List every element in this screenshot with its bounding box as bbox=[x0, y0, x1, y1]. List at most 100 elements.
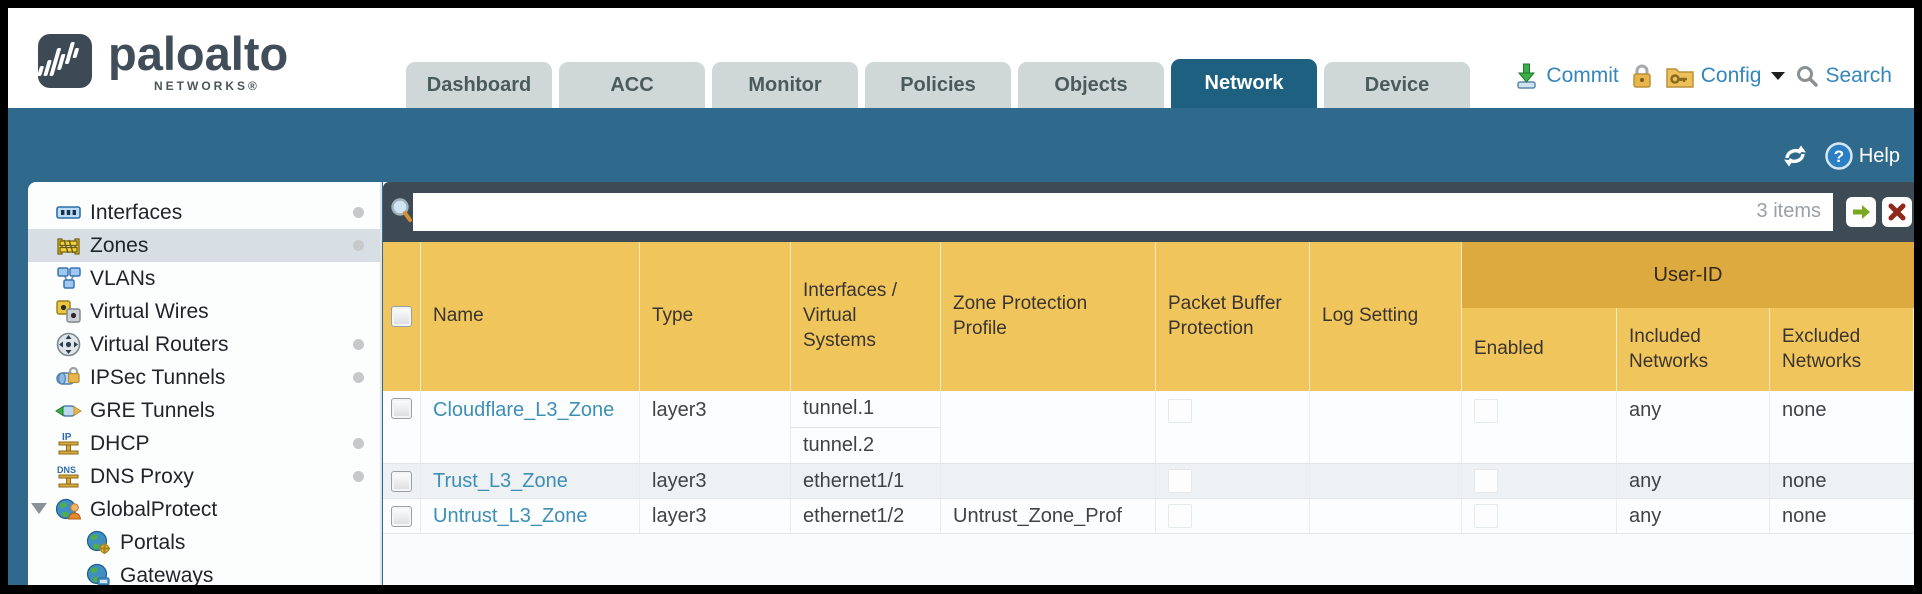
included-networks-cell: any bbox=[1617, 391, 1770, 463]
svg-text:?: ? bbox=[1834, 147, 1844, 166]
packet-buffer-cell bbox=[1156, 499, 1310, 533]
header-actions: Commit Config S bbox=[1512, 58, 1892, 94]
help-button[interactable]: ? Help bbox=[1824, 141, 1900, 171]
table-row: Cloudflare_L3_Zone layer3 tunnel.1 tunne… bbox=[383, 391, 1914, 464]
sidebar-item-label: DNS Proxy bbox=[90, 464, 194, 488]
apply-filter-button[interactable] bbox=[1846, 197, 1876, 227]
zone-name-link[interactable]: Trust_L3_Zone bbox=[433, 469, 568, 492]
config-label: Config bbox=[1700, 64, 1762, 87]
commit-button[interactable]: Commit bbox=[1512, 62, 1619, 90]
clear-filter-button[interactable] bbox=[1882, 197, 1912, 227]
table-row: Trust_L3_Zone layer3 ethernet1/1 any non… bbox=[383, 464, 1914, 499]
row-checkbox[interactable] bbox=[391, 398, 412, 419]
filter-bar: 3 items bbox=[383, 182, 1914, 242]
excluded-networks-cell: none bbox=[1770, 464, 1914, 498]
help-label: Help bbox=[1858, 144, 1900, 167]
ipsec-tunnels-icon bbox=[56, 366, 80, 385]
row-select-cell bbox=[383, 499, 421, 533]
header-cell-zone-protection-profile[interactable]: Zone Protection Profile bbox=[941, 242, 1156, 391]
sidebar-item-portals[interactable]: Portals bbox=[28, 526, 380, 559]
brand-networks-text: NETWORKS® bbox=[154, 79, 260, 93]
zone-type-cell: layer3 bbox=[640, 499, 791, 533]
dns-proxy-icon: DNS bbox=[57, 465, 79, 488]
sidebar-item-interfaces[interactable]: Interfaces bbox=[28, 196, 380, 229]
header-cell-excluded-networks[interactable]: Excluded Networks bbox=[1770, 308, 1914, 391]
user-id-subcolumns: Enabled Included Networks Excluded Netwo… bbox=[1462, 308, 1914, 391]
sidebar-item-gre-tunnels[interactable]: GRE Tunnels bbox=[28, 394, 380, 427]
header-cell-type[interactable]: Type bbox=[640, 242, 791, 391]
included-networks-cell: any bbox=[1617, 499, 1770, 533]
zone-protection-cell: Untrust_Zone_Prof bbox=[941, 499, 1156, 533]
packet-buffer-checkbox[interactable] bbox=[1168, 469, 1192, 493]
tab-acc[interactable]: ACC bbox=[559, 62, 705, 108]
close-icon bbox=[1888, 203, 1906, 221]
header-cell-packet-buffer-protection[interactable]: Packet Buffer Protection bbox=[1156, 242, 1310, 391]
zone-name-link[interactable]: Untrust_L3_Zone bbox=[433, 504, 588, 527]
tab-dashboard[interactable]: Dashboard bbox=[406, 62, 552, 108]
filter-input-wrap: 3 items bbox=[413, 193, 1833, 231]
select-all-checkbox[interactable] bbox=[391, 306, 412, 327]
interface-entry: tunnel.1 bbox=[791, 391, 940, 428]
header-cell-interfaces[interactable]: Interfaces / Virtual Systems bbox=[791, 242, 941, 391]
search-button[interactable]: Search bbox=[1795, 64, 1892, 88]
tab-objects[interactable]: Objects bbox=[1018, 62, 1164, 108]
lock-icon[interactable] bbox=[1629, 62, 1655, 90]
user-id-enabled-cell bbox=[1462, 391, 1617, 463]
zone-name-cell: Untrust_L3_Zone bbox=[421, 499, 640, 533]
top-header: paloalto NETWORKS® Dashboard ACC Monitor… bbox=[8, 8, 1914, 108]
sidebar-item-label: VLANs bbox=[90, 266, 156, 290]
sidebar-item-ipsec-tunnels[interactable]: IPSec Tunnels bbox=[28, 361, 380, 394]
row-checkbox[interactable] bbox=[391, 505, 412, 527]
filter-input[interactable] bbox=[413, 193, 1833, 231]
svg-text:DNS: DNS bbox=[57, 465, 76, 475]
sidebar-item-gateways[interactable]: Gateways bbox=[28, 559, 380, 585]
header-cell-included-networks[interactable]: Included Networks bbox=[1617, 308, 1770, 391]
sidebar-item-virtual-wires[interactable]: Virtual Wires bbox=[28, 295, 380, 328]
config-menu[interactable]: Config bbox=[1665, 62, 1786, 90]
sidebar-item-dns-proxy[interactable]: DNS DNS Proxy bbox=[28, 460, 380, 493]
tab-device[interactable]: Device bbox=[1324, 62, 1470, 108]
sidebar-item-globalprotect[interactable]: GlobalProtect bbox=[28, 493, 380, 526]
filter-magnifier-icon bbox=[391, 198, 412, 222]
header-cell-enabled[interactable]: Enabled bbox=[1462, 308, 1617, 391]
packet-buffer-checkbox[interactable] bbox=[1168, 399, 1192, 423]
tab-monitor[interactable]: Monitor bbox=[712, 62, 858, 108]
refresh-icon[interactable] bbox=[1780, 142, 1810, 170]
enabled-checkbox[interactable] bbox=[1474, 399, 1498, 423]
status-dot bbox=[353, 372, 364, 383]
interfaces-cell: ethernet1/2 bbox=[791, 499, 941, 533]
enabled-checkbox[interactable] bbox=[1474, 504, 1498, 528]
tab-network[interactable]: Network bbox=[1171, 59, 1317, 108]
header-cell-select bbox=[383, 242, 421, 391]
zone-name-cell: Trust_L3_Zone bbox=[421, 464, 640, 498]
sidebar-item-virtual-routers[interactable]: Virtual Routers bbox=[28, 328, 380, 361]
zone-protection-cell bbox=[941, 391, 1156, 463]
tab-policies[interactable]: Policies bbox=[865, 62, 1011, 108]
sidebar-item-label: Gateways bbox=[120, 563, 214, 586]
sidebar-item-label: Virtual Routers bbox=[90, 332, 229, 356]
header-cell-log-setting[interactable]: Log Setting bbox=[1310, 242, 1462, 391]
portals-icon bbox=[86, 530, 110, 554]
main-nav-tabs: Dashboard ACC Monitor Policies Objects N… bbox=[406, 59, 1470, 108]
packet-buffer-checkbox[interactable] bbox=[1168, 504, 1192, 528]
zone-protection-cell bbox=[941, 464, 1156, 498]
table-header: Name Type Interfaces / Virtual Systems Z… bbox=[383, 242, 1914, 391]
search-icon bbox=[1797, 66, 1819, 87]
sidebar-list: Interfaces Zones bbox=[28, 196, 380, 585]
user-id-enabled-cell bbox=[1462, 464, 1617, 498]
commit-icon bbox=[1517, 63, 1537, 89]
sidebar-item-dhcp[interactable]: IP DHCP bbox=[28, 427, 380, 460]
expand-arrow-icon[interactable] bbox=[31, 503, 47, 514]
header-cell-name[interactable]: Name bbox=[421, 242, 640, 391]
sidebar-item-label: IPSec Tunnels bbox=[90, 365, 226, 389]
status-dot bbox=[353, 471, 364, 482]
sidebar-item-vlans[interactable]: VLANs bbox=[28, 262, 380, 295]
interface-entry: tunnel.2 bbox=[803, 433, 875, 456]
row-select-cell bbox=[383, 391, 421, 463]
enabled-checkbox[interactable] bbox=[1474, 469, 1498, 493]
sidebar-item-label: GRE Tunnels bbox=[90, 398, 215, 422]
sidebar-item-zones[interactable]: Zones bbox=[28, 229, 380, 262]
zone-name-link[interactable]: Cloudflare_L3_Zone bbox=[433, 399, 615, 421]
paloalto-logo: paloalto NETWORKS® bbox=[36, 26, 296, 96]
row-checkbox[interactable] bbox=[391, 470, 412, 492]
